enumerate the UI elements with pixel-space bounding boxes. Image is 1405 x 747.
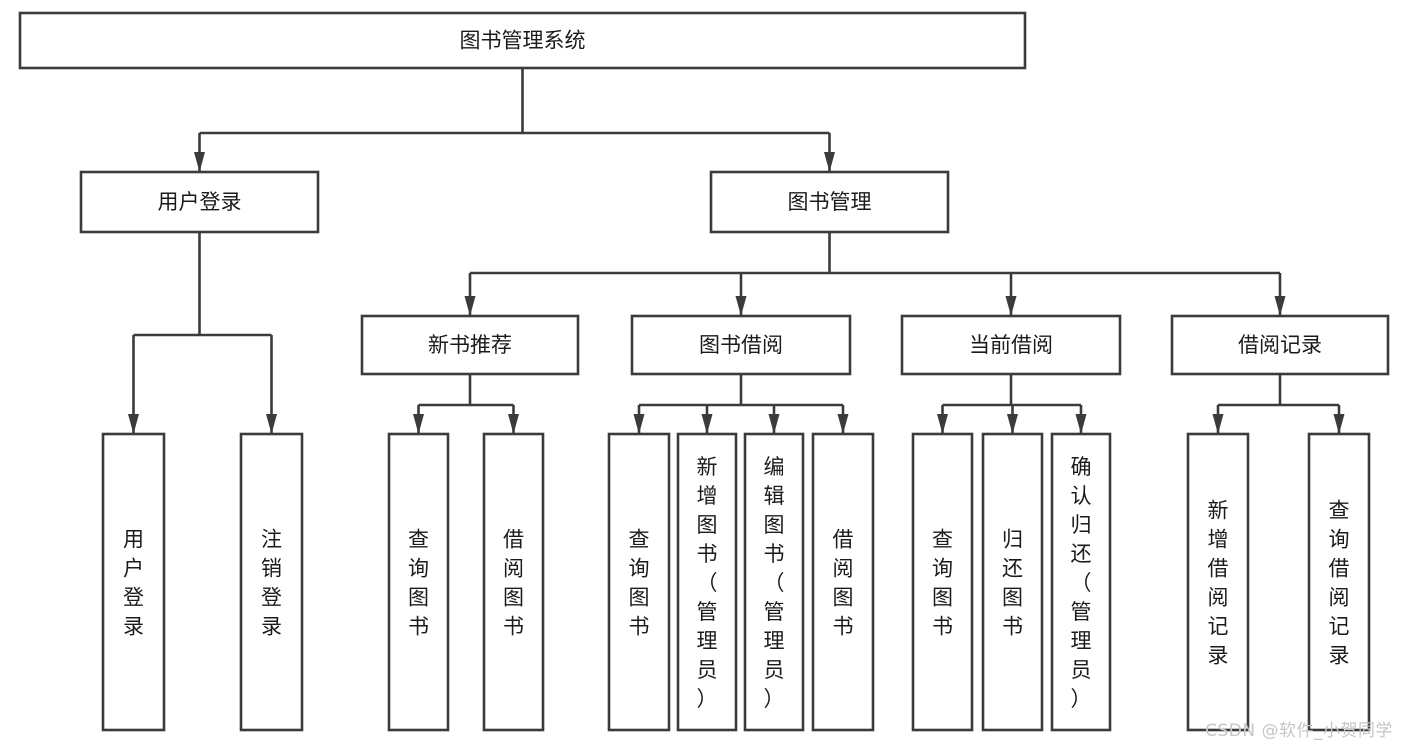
- arrowhead-current-borrow-0: [937, 414, 948, 434]
- node-box-add-book-admin: [676, 432, 738, 732]
- node-user-logout-leaf[interactable]: 注销登录: [239, 432, 304, 732]
- node-label-borrow-book-1: 借阅图书: [503, 528, 524, 639]
- node-box-edit-book-admin: [743, 432, 805, 732]
- node-box-borrow-records: [1170, 314, 1390, 376]
- node-label-query-book-3: 查询图书: [932, 528, 953, 639]
- arrowhead-user-login-1: [266, 414, 277, 434]
- arrowhead-book-management-0: [464, 296, 476, 316]
- node-return-book[interactable]: 归还图书: [981, 432, 1044, 732]
- node-borrow-records[interactable]: 借阅记录: [1170, 314, 1390, 376]
- node-borrow-book-2[interactable]: 借阅图书: [811, 432, 875, 732]
- node-query-borrow-record[interactable]: 查询借阅记录: [1307, 432, 1371, 732]
- node-book-borrow[interactable]: 图书借阅: [630, 314, 852, 376]
- node-label-query-book-2: 查询图书: [629, 528, 650, 639]
- node-current-borrow[interactable]: 当前借阅: [900, 314, 1122, 376]
- arrowhead-book-borrow-0: [633, 414, 645, 434]
- node-label-add-book-admin: 新增图书（管理员）: [697, 455, 718, 711]
- arrowhead-current-borrow-1: [1007, 414, 1018, 434]
- node-add-borrow-record[interactable]: 新增借阅记录: [1186, 432, 1250, 732]
- arrowhead-borrow-records-1: [1333, 414, 1345, 434]
- node-label-book-borrow: 图书借阅: [699, 333, 783, 357]
- node-root[interactable]: 图书管理系统: [18, 11, 1027, 70]
- arrowhead-book-management-2: [1005, 296, 1017, 316]
- node-box-borrow-book-1: [482, 432, 545, 732]
- node-label-query-borrow-record: 查询借阅记录: [1329, 499, 1350, 668]
- node-label-edit-book-admin: 编辑图书（管理员）: [764, 455, 785, 711]
- node-label-user-login-leaf: 用户登录: [123, 528, 144, 639]
- node-label-borrow-book-2: 借阅图书: [833, 528, 854, 639]
- nodes-layer: 图书管理系统用户登录图书管理用户登录注销登录新书推荐查询图书借阅图书图书借阅查询…: [18, 11, 1390, 732]
- node-label-borrow-records: 借阅记录: [1238, 333, 1322, 357]
- node-new-book-recommend[interactable]: 新书推荐: [360, 314, 580, 376]
- node-label-root: 图书管理系统: [460, 29, 586, 53]
- node-box-book-management: [709, 170, 950, 234]
- node-user-login-leaf[interactable]: 用户登录: [101, 432, 166, 732]
- node-add-book-admin[interactable]: 新增图书（管理员）: [676, 432, 738, 732]
- node-box-query-book-3: [911, 432, 974, 732]
- node-label-add-borrow-record: 新增借阅记录: [1208, 499, 1229, 668]
- node-query-book-1[interactable]: 查询图书: [387, 432, 450, 732]
- arrowhead-user-login-0: [128, 414, 139, 434]
- arrowhead-book-borrow-3: [837, 414, 849, 434]
- node-box-borrow-book-2: [811, 432, 875, 732]
- node-book-management[interactable]: 图书管理: [709, 170, 950, 234]
- arrowhead-new-book-recommend-1: [508, 414, 519, 434]
- node-label-query-book-1: 查询图书: [408, 528, 429, 639]
- node-label-return-book: 归还图书: [1002, 528, 1023, 639]
- arrowhead-current-borrow-2: [1075, 414, 1087, 434]
- arrowhead-book-management-3: [1274, 296, 1286, 316]
- node-confirm-return-admin[interactable]: 确认归还（管理员）: [1050, 432, 1112, 732]
- arrowhead-book-management-1: [735, 296, 747, 316]
- node-label-new-book-recommend: 新书推荐: [428, 333, 512, 357]
- node-user-login[interactable]: 用户登录: [79, 170, 320, 234]
- node-label-user-logout-leaf: 注销登录: [261, 528, 282, 639]
- node-box-query-book-2: [607, 432, 671, 732]
- node-box-book-borrow: [630, 314, 852, 376]
- node-box-return-book: [981, 432, 1044, 732]
- node-label-current-borrow: 当前借阅: [969, 333, 1053, 357]
- node-box-query-borrow-record: [1307, 432, 1371, 732]
- arrowhead-new-book-recommend-0: [413, 414, 424, 434]
- node-box-root: [18, 11, 1027, 70]
- node-label-book-management: 图书管理: [788, 190, 872, 214]
- arrowhead-root-0: [194, 152, 205, 172]
- node-box-user-login-leaf: [101, 432, 166, 732]
- arrowhead-borrow-records-0: [1212, 414, 1224, 434]
- node-borrow-book-1[interactable]: 借阅图书: [482, 432, 545, 732]
- node-edit-book-admin[interactable]: 编辑图书（管理员）: [743, 432, 805, 732]
- node-box-user-login: [79, 170, 320, 234]
- node-label-user-login: 用户登录: [158, 190, 242, 214]
- arrowhead-book-borrow-1: [701, 414, 713, 434]
- watermark-label: CSDN @软件_小贺同学: [1205, 721, 1393, 741]
- node-box-new-book-recommend: [360, 314, 580, 376]
- node-label-confirm-return-admin: 确认归还（管理员）: [1071, 455, 1092, 711]
- arrowhead-root-1: [824, 152, 835, 172]
- node-box-user-logout-leaf: [239, 432, 304, 732]
- arrowhead-book-borrow-2: [768, 414, 780, 434]
- node-query-book-3[interactable]: 查询图书: [911, 432, 974, 732]
- node-box-confirm-return-admin: [1050, 432, 1112, 732]
- node-query-book-2[interactable]: 查询图书: [607, 432, 671, 732]
- edges-layer: [128, 68, 1345, 434]
- node-box-query-book-1: [387, 432, 450, 732]
- node-box-current-borrow: [900, 314, 1122, 376]
- node-box-add-borrow-record: [1186, 432, 1250, 732]
